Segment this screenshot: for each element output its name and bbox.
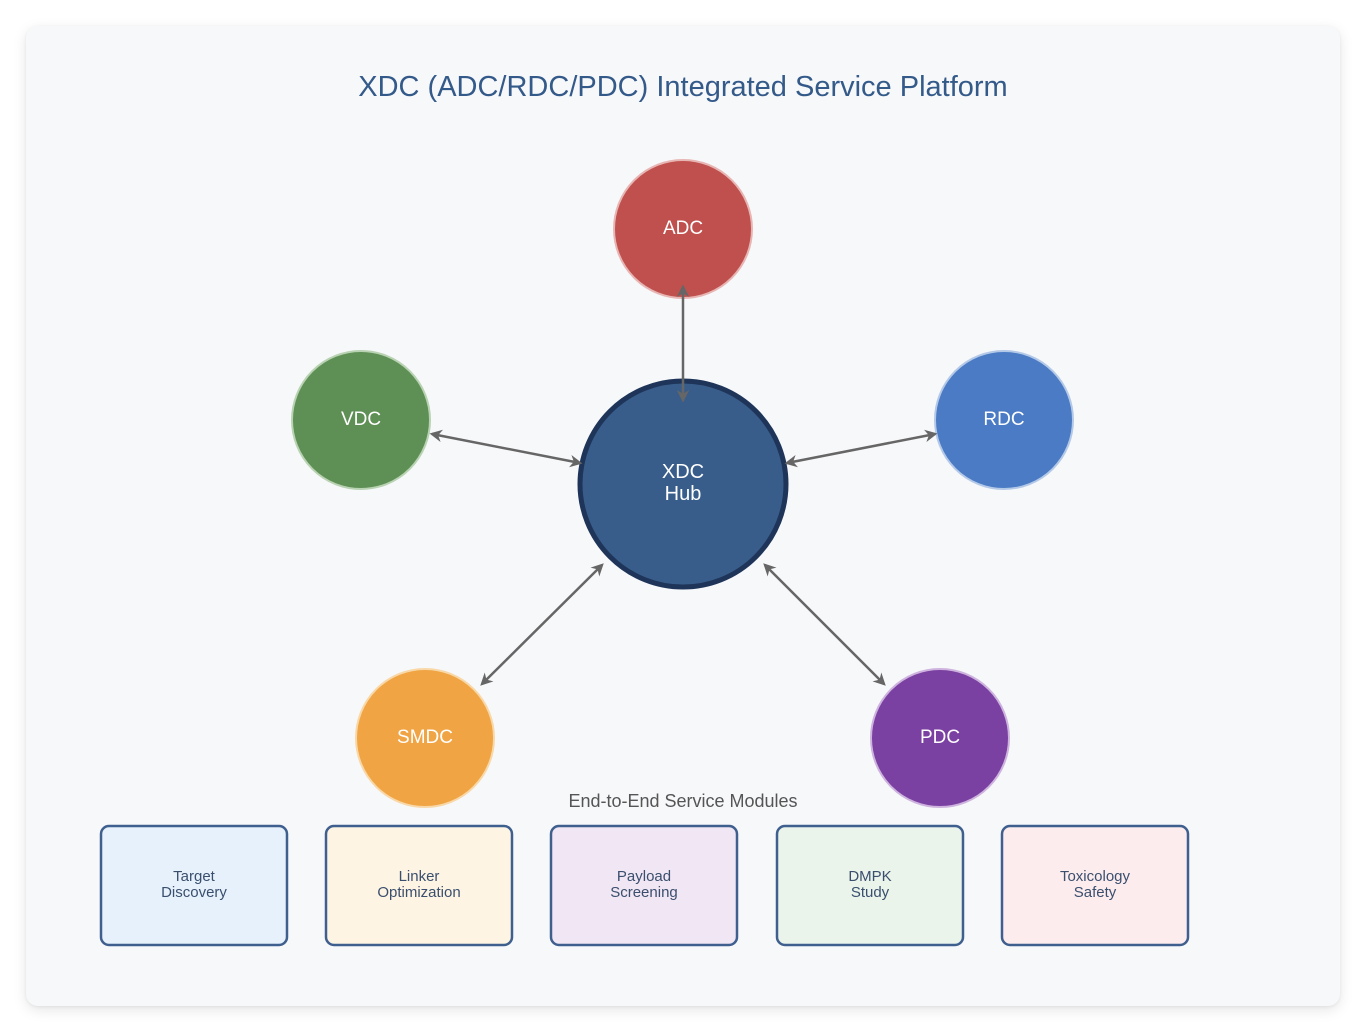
node-pdc-circle — [870, 668, 1010, 808]
xdc-hub-label-line2: Hub — [665, 483, 702, 505]
module-label-line2: Screening — [610, 884, 678, 901]
page-title: XDC (ADC/RDC/PDC) Integrated Service Pla… — [358, 71, 1007, 103]
module-label-line2: Study — [851, 884, 890, 901]
module-payload-screening[interactable]: Payload Screening — [549, 824, 739, 947]
module-box — [1000, 824, 1190, 947]
node-smdc-circle — [355, 668, 495, 808]
module-toxicology-safety[interactable]: Toxicology Safety — [1000, 824, 1190, 947]
module-box — [549, 824, 739, 947]
module-dmpk-study[interactable]: DMPK Study — [775, 824, 965, 947]
xdc-hub[interactable]: XDC Hub — [577, 378, 789, 590]
module-label-line2: Discovery — [161, 884, 227, 901]
node-vdc-label: VDC — [341, 409, 381, 430]
connector-vdc-hub — [429, 429, 583, 468]
module-label-line1: Payload — [617, 868, 671, 885]
module-label-line1: Target — [173, 868, 216, 885]
modules-heading: End-to-End Service Modules — [568, 791, 797, 811]
module-label-line2: Optimization — [377, 884, 460, 901]
node-adc[interactable]: ADC — [613, 159, 753, 299]
module-label-line2: Safety — [1074, 884, 1117, 901]
node-rdc-label: RDC — [983, 409, 1024, 430]
module-box — [99, 824, 289, 947]
node-rdc[interactable]: RDC — [934, 350, 1074, 490]
node-adc-label: ADC — [663, 218, 703, 239]
module-linker-optimization[interactable]: Linker Optimization — [324, 824, 514, 947]
node-smdc-label: SMDC — [397, 727, 453, 748]
connector-rdc-hub — [784, 429, 938, 468]
node-smdc[interactable]: SMDC — [355, 668, 495, 808]
module-label-line1: Toxicology — [1060, 868, 1131, 885]
module-box — [775, 824, 965, 947]
xdc-hub-label-line1: XDC — [662, 461, 704, 483]
node-pdc[interactable]: PDC — [870, 668, 1010, 808]
node-vdc[interactable]: VDC — [291, 350, 431, 490]
node-pdc-label: PDC — [920, 727, 960, 748]
module-target-discovery[interactable]: Target Discovery — [99, 824, 289, 947]
connector-pdc-hub — [763, 563, 886, 686]
module-label-line1: DMPK — [848, 868, 891, 885]
node-rdc-circle — [934, 350, 1074, 490]
connector-smdc-hub — [480, 563, 604, 686]
module-box — [324, 824, 514, 947]
module-label-line1: Linker — [399, 868, 440, 885]
node-vdc-circle — [291, 350, 431, 490]
